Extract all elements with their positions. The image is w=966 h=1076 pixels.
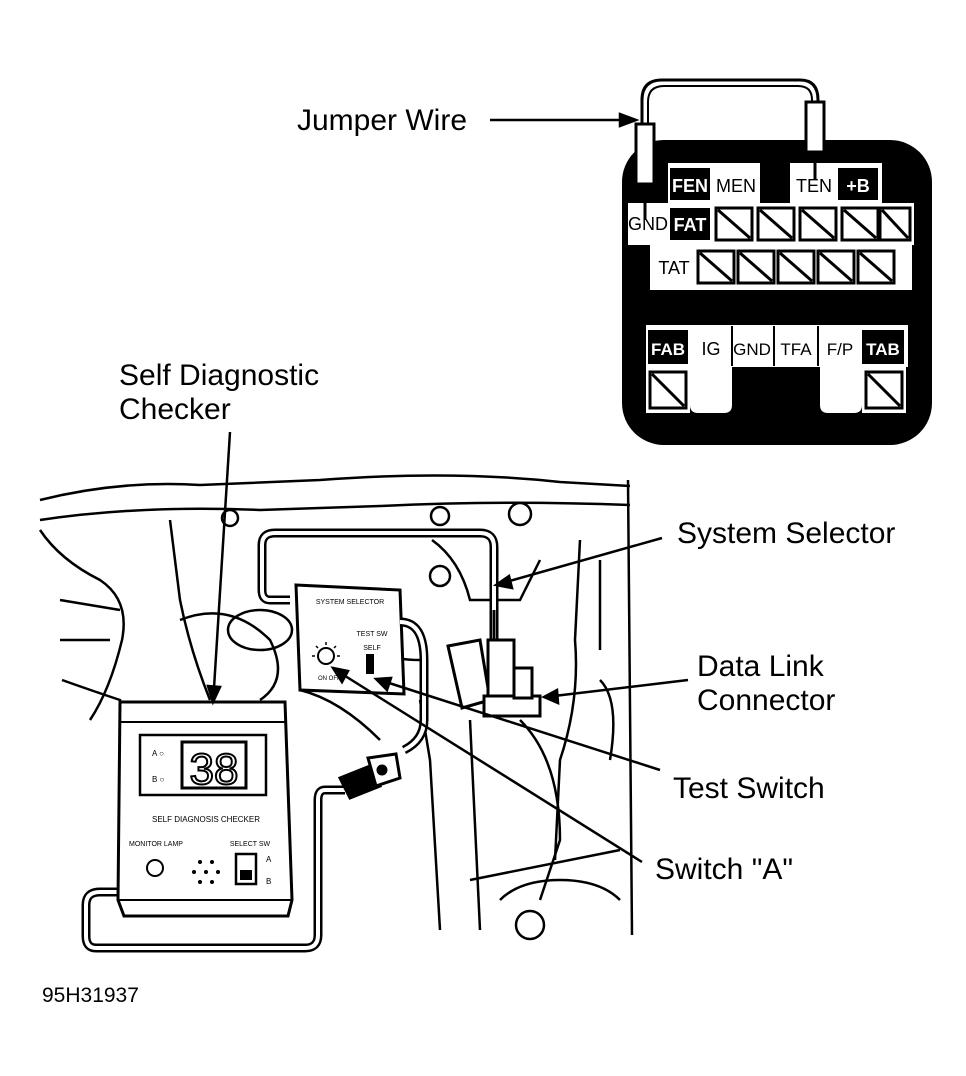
self-diagnostic-checker-label-2: Checker xyxy=(119,393,231,426)
selector-self-label: SELF xyxy=(363,645,381,652)
terminal-tab: TAB xyxy=(866,340,900,359)
system-selector-box: SYSTEM SELECTOR TEST SW SELF ON OFF xyxy=(294,583,406,696)
test-switch-label: Test Switch xyxy=(673,772,825,805)
checker-a-indicator: A ○ xyxy=(152,749,164,758)
data-link-connector-label-2: Connector xyxy=(697,684,836,717)
terminal-gnd-top: GND xyxy=(628,214,668,234)
data-link-connector-body xyxy=(446,610,542,718)
engine-bay xyxy=(38,474,634,941)
terminal-ten: TEN xyxy=(796,176,832,196)
checker-monitor-label: MONITOR LAMP xyxy=(129,841,183,848)
terminal-plus-b: +B xyxy=(846,176,870,196)
terminal-tfa: TFA xyxy=(780,340,812,359)
switch-a-label: Switch "A" xyxy=(655,853,794,886)
selector-title: SYSTEM SELECTOR xyxy=(316,599,384,606)
system-selector-label: System Selector xyxy=(677,517,896,550)
checker-b-indicator: B ○ xyxy=(152,775,165,784)
select-switch-pos-b: B xyxy=(266,877,271,886)
connector-face: FEN MEN TEN +B GND FAT TAT FAB IG GND xyxy=(622,140,932,445)
test-switch-lever[interactable] xyxy=(366,654,374,674)
data-link-connector-label-1: Data Link xyxy=(697,650,824,683)
terminal-men: MEN xyxy=(716,176,756,196)
empty-terminals-row4 xyxy=(648,370,904,410)
terminal-fen: FEN xyxy=(672,176,708,196)
terminal-gnd-bottom: GND xyxy=(733,340,771,359)
cable-plug xyxy=(337,752,402,800)
terminal-fp: F/P xyxy=(827,340,853,359)
monitor-lamp-icon xyxy=(146,859,164,877)
terminal-ig: IG xyxy=(701,339,720,359)
checker-cable xyxy=(81,617,429,953)
select-switch-pos-a: A xyxy=(266,855,272,864)
switch-a-dial[interactable] xyxy=(317,647,335,665)
selector-harness xyxy=(257,528,499,650)
terminal-fat: FAT xyxy=(674,215,707,235)
self-diagnostic-checker-label-1: Self Diagnostic xyxy=(119,359,320,392)
checker-title: SELF DIAGNOSIS CHECKER xyxy=(152,815,260,824)
callout-leaders xyxy=(206,112,689,864)
checker-select-label: SELECT SW xyxy=(230,841,271,848)
selector-test-label: TEST SW xyxy=(357,631,388,638)
checker-display: 38 xyxy=(190,745,239,794)
jumper-wire-label: Jumper Wire xyxy=(297,104,468,137)
checker-dots xyxy=(192,860,220,884)
figure-id: 95H31937 xyxy=(42,984,139,1007)
empty-terminals-row2 xyxy=(714,206,912,242)
svg-text:ON OFF: ON OFF xyxy=(318,676,341,682)
terminal-fab: FAB xyxy=(651,340,685,359)
terminal-tat: TAT xyxy=(658,258,689,278)
jumper-wire xyxy=(634,78,826,220)
empty-terminals-row3 xyxy=(696,249,896,285)
self-diagnostic-checker: 38 A ○ B ○ SELF DIAGNOSIS CHECKER MONITO… xyxy=(116,700,294,918)
